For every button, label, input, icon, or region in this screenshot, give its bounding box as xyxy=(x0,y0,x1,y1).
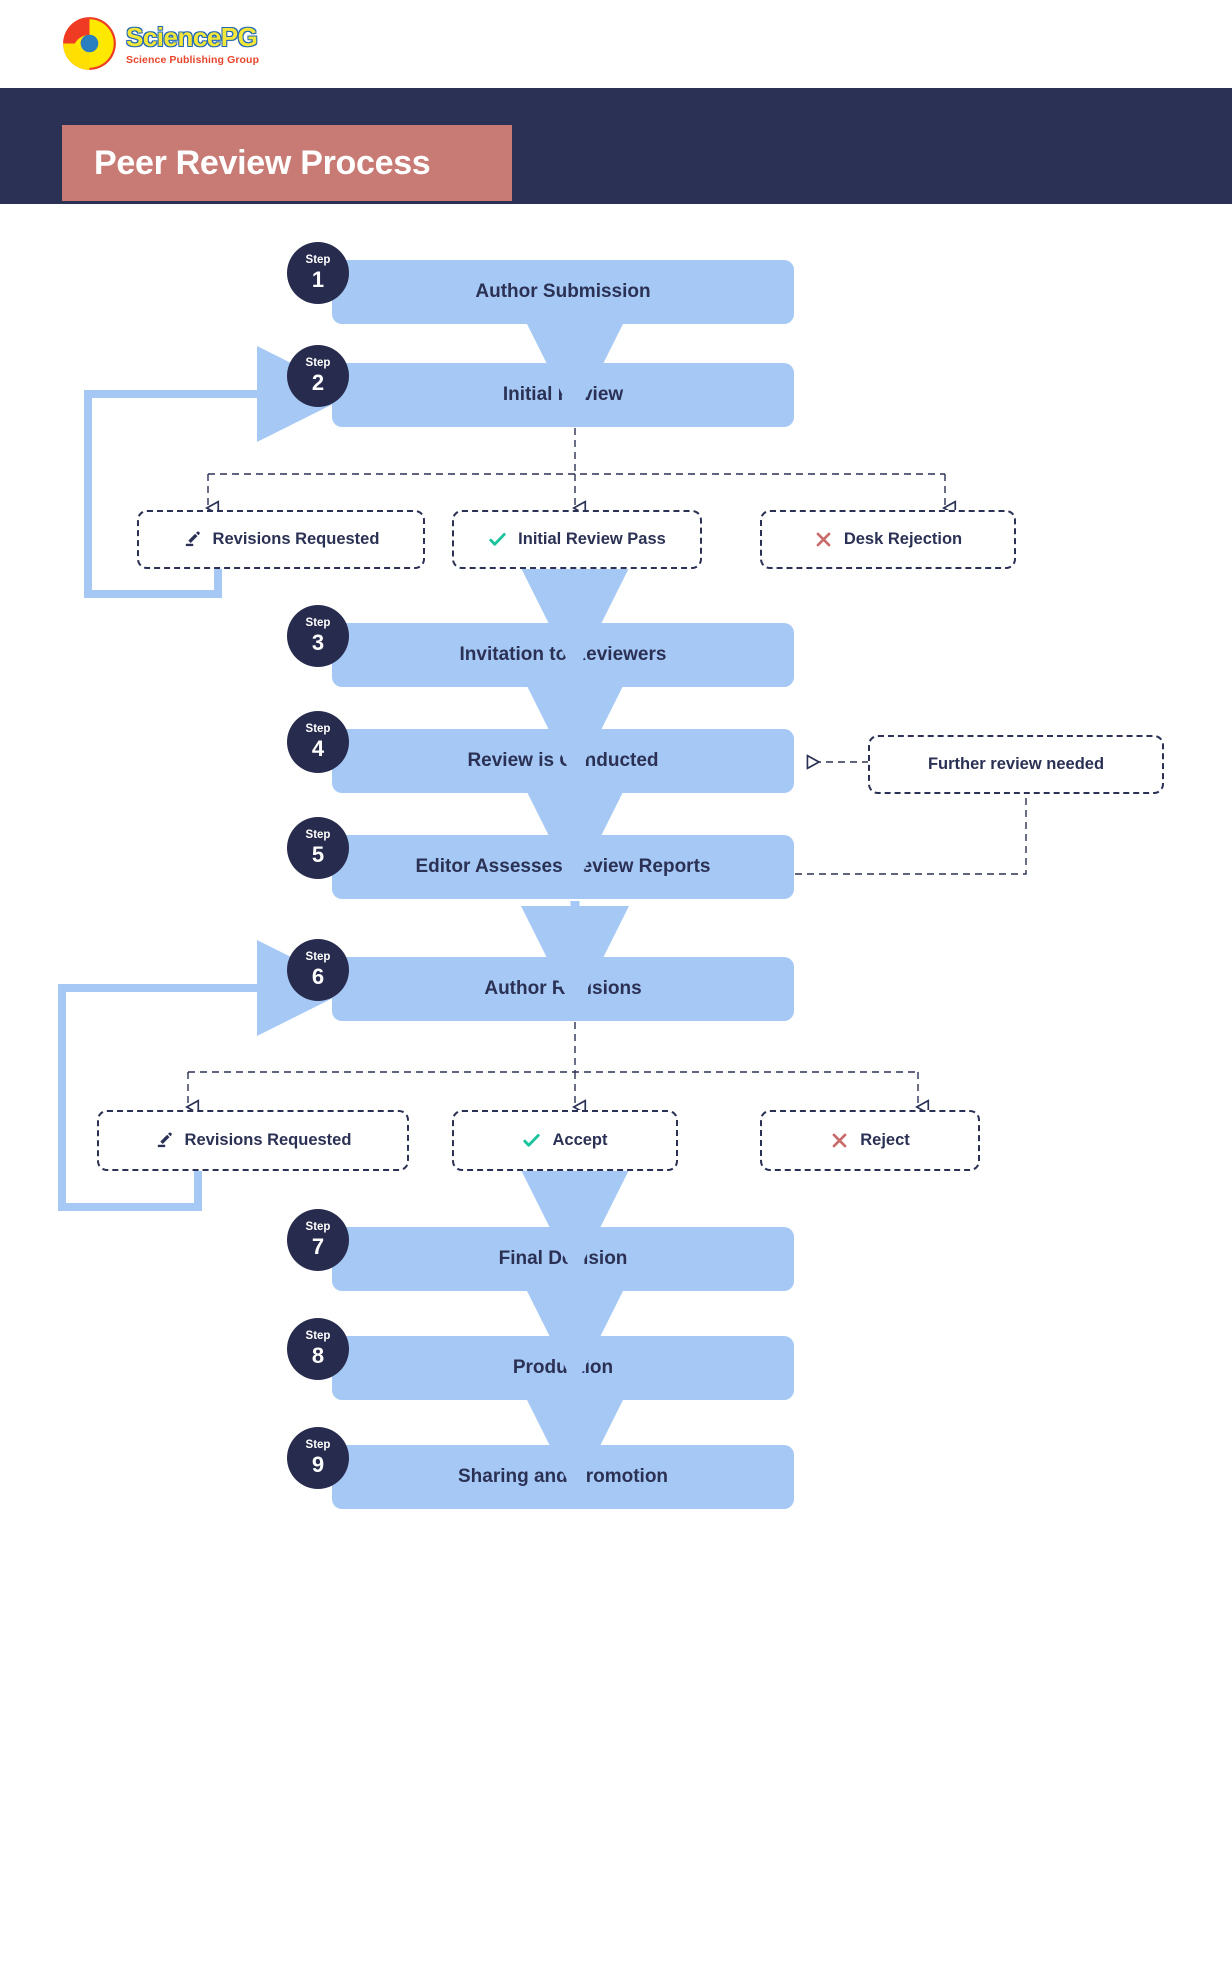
cross-icon xyxy=(830,1131,849,1150)
pencil-icon xyxy=(183,530,202,549)
check-icon xyxy=(488,530,507,549)
dash-s5-to-note xyxy=(795,796,1027,875)
step-number: 1 xyxy=(311,266,325,292)
step-circle-5: Step 5 xyxy=(287,817,349,879)
step-circle-3: Step 3 xyxy=(287,605,349,667)
step-word: Step xyxy=(305,1439,331,1452)
step-word: Step xyxy=(305,1330,331,1343)
step-number: 4 xyxy=(311,735,325,761)
node-label: Desk Rejection xyxy=(843,530,963,548)
page-title-block: Peer Review Process xyxy=(62,125,512,201)
node-label: Reject xyxy=(860,1131,910,1149)
step-word: Step xyxy=(305,1221,331,1234)
step-number: 7 xyxy=(311,1233,325,1259)
node-desk-rejection[interactable]: Desk Rejection xyxy=(760,510,1016,569)
pencil-icon xyxy=(155,1131,174,1150)
check-icon xyxy=(522,1131,541,1150)
node-initial-review-pass[interactable]: Initial Review Pass xyxy=(452,510,702,569)
node-revisions-requested-1[interactable]: Revisions Requested xyxy=(137,510,425,569)
step-word: Step xyxy=(305,723,331,736)
node-label: Revisions Requested xyxy=(212,530,380,548)
logo-wordmark: SciencePG xyxy=(126,21,258,52)
step-number: 5 xyxy=(311,841,325,867)
node-label: Revisions Requested xyxy=(184,1131,352,1149)
node-label: Initial Review Pass xyxy=(518,530,666,548)
step-word: Step xyxy=(305,254,331,267)
node-label: Accept xyxy=(552,1131,608,1149)
connector-layer xyxy=(58,312,1027,1496)
step-circle-6: Step 6 xyxy=(287,939,349,1001)
step-number: 3 xyxy=(311,629,325,655)
cross-icon xyxy=(814,530,833,549)
step-circle-8: Step 8 xyxy=(287,1318,349,1380)
node-label: Author Submission xyxy=(475,281,651,302)
step-number: 6 xyxy=(311,963,325,989)
node-accept[interactable]: Accept xyxy=(452,1110,678,1171)
step-number: 9 xyxy=(311,1451,325,1477)
step-number: 2 xyxy=(311,369,325,395)
step-circle-2: Step 2 xyxy=(287,345,349,407)
step-circle-7: Step 7 xyxy=(287,1209,349,1271)
page-title: Peer Review Process xyxy=(94,143,431,182)
loop-d1a-to-s2 xyxy=(84,346,353,598)
node-label: Further review needed xyxy=(927,755,1105,773)
flowchart-canvas: Author Submission Step 1 Initial Review … xyxy=(0,204,1232,1986)
node-further-review-needed[interactable]: Further review needed xyxy=(868,735,1164,794)
step-circle-9: Step 9 xyxy=(287,1427,349,1489)
step-word: Step xyxy=(305,617,331,630)
step-word: Step xyxy=(305,951,331,964)
sciencepg-circular-logo-icon xyxy=(63,17,116,70)
step-circle-4: Step 4 xyxy=(287,711,349,773)
step-number: 8 xyxy=(311,1342,325,1368)
logo-bar: SciencePG Science Publishing Group xyxy=(0,0,1232,88)
step-word: Step xyxy=(305,829,331,842)
step-circle-1: Step 1 xyxy=(287,242,349,304)
logo-tagline: Science Publishing Group xyxy=(126,53,260,66)
step-word: Step xyxy=(305,357,331,370)
node-reject[interactable]: Reject xyxy=(760,1110,980,1171)
loop-d2a-to-s6 xyxy=(58,940,353,1211)
node-revisions-requested-2[interactable]: Revisions Requested xyxy=(97,1110,409,1171)
brand-logo: SciencePG Science Publishing Group xyxy=(62,16,259,71)
